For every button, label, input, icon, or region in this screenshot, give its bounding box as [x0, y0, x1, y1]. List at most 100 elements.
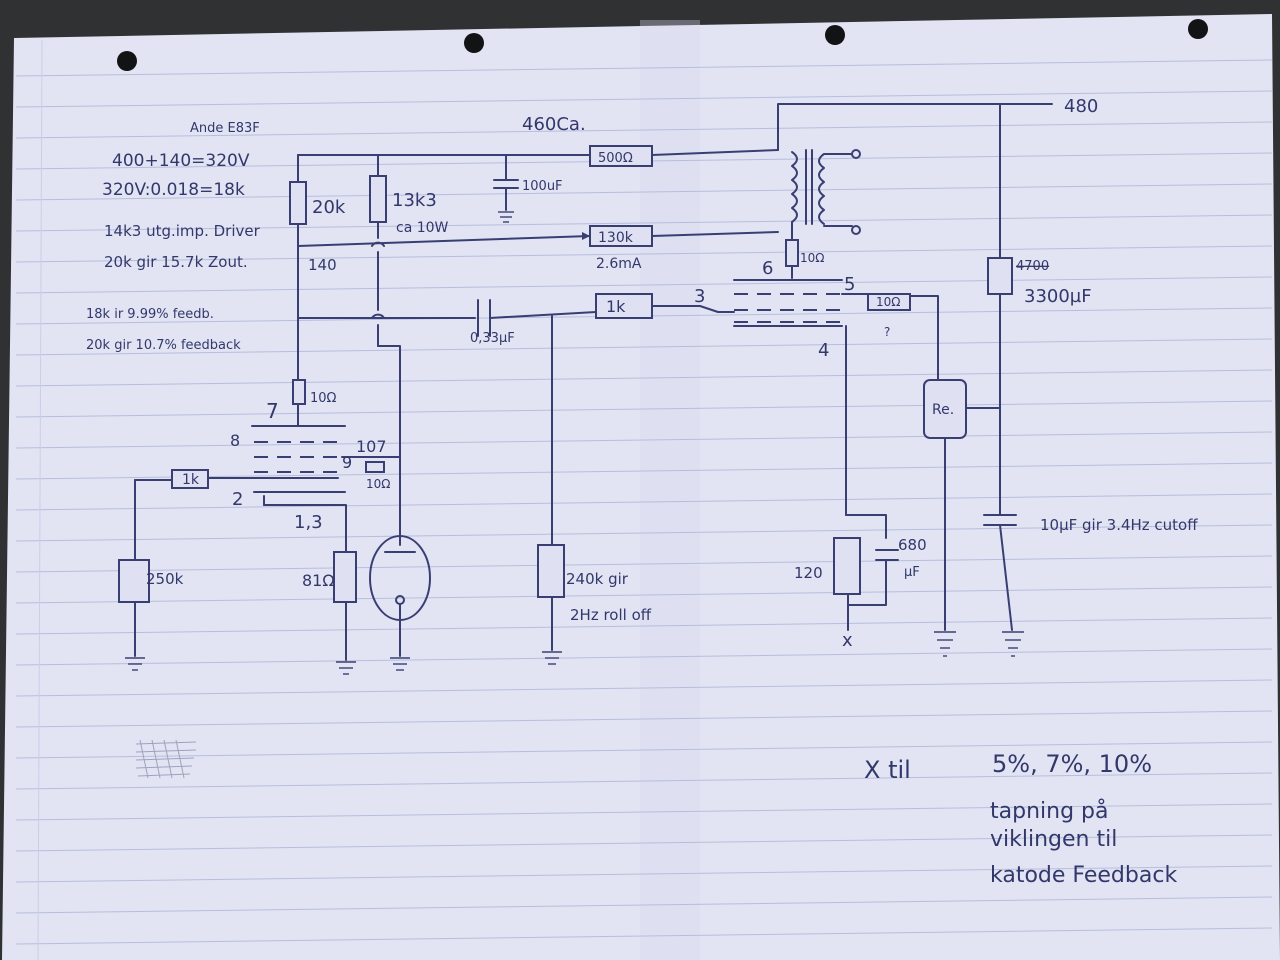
resistor-10-screen: [867, 293, 911, 311]
ruled-line: [15, 400, 1273, 418]
ruled-line: [15, 338, 1273, 356]
label-pin-4: 4: [818, 340, 829, 361]
label-240k-note: 2Hz roll off: [570, 606, 652, 624]
label-1k-grid: 1k: [606, 297, 626, 316]
ruled-lines: [15, 59, 1273, 945]
ruled-line: [15, 648, 1273, 666]
ruled-line: [15, 493, 1273, 511]
label-x-mark: x: [842, 630, 853, 651]
resistor-10-anode: [785, 239, 799, 267]
label-130k-note: 2.6mA: [596, 256, 642, 272]
note-calc-4: 20k gir 15.7k Zout.: [104, 253, 248, 271]
ruled-line: [15, 741, 1273, 759]
resistor-3300uF: [987, 257, 1013, 295]
punch-hole: [464, 33, 484, 53]
ruled-line: [15, 865, 1273, 883]
rail-480-label: 480: [1064, 96, 1098, 117]
resistor-10-g1: [365, 461, 385, 473]
ruled-line: [15, 462, 1273, 480]
tube-type-label: Ande E83F: [190, 121, 260, 136]
label-13k3-note: ca 10W: [396, 220, 449, 236]
label-node-140: 140: [308, 256, 337, 274]
driver-stage: [118, 154, 597, 675]
label-100uF: 100uF: [522, 179, 563, 194]
resistor-250k: [118, 559, 150, 603]
resistor-20k: [289, 181, 307, 225]
label-10-g2: 10Ω: [310, 391, 337, 406]
ruled-line: [15, 524, 1273, 542]
label-20k: 20k: [312, 197, 346, 218]
ruled-line: [15, 927, 1273, 945]
label-10-anode: 10Ω: [800, 251, 824, 265]
ruled-line: [15, 431, 1273, 449]
note-feedback-2: 20k gir 10.7% feedback: [86, 338, 241, 353]
pencil-scribble: [135, 739, 197, 779]
ruled-line: [15, 369, 1273, 387]
label-pin-13: 1,3: [294, 512, 323, 533]
label-pin-7: 7: [266, 399, 279, 423]
label-680: 680: [898, 536, 927, 554]
label-81: 81Ω: [302, 571, 335, 590]
ruled-line: [15, 555, 1273, 573]
punch-hole: [1188, 19, 1208, 39]
wire-to-130k: [297, 235, 591, 247]
note-calc-1: 400+140=320V: [112, 151, 250, 171]
label-node-107: 107: [356, 437, 387, 456]
note-feedback-1: 18k ir 9.99% feedb.: [86, 307, 214, 322]
ruled-line: [15, 710, 1273, 728]
note-line-1: tapning på: [990, 798, 1108, 824]
resistor-240k: [537, 544, 565, 598]
paper-shadow: [640, 20, 700, 960]
ruled-line: [15, 214, 1273, 232]
label-680-unit: µF: [904, 565, 920, 580]
label-130k: 130k: [598, 230, 634, 246]
label-10-screen: 10Ω: [876, 295, 900, 309]
label-13k3: 13k3: [392, 190, 437, 211]
label-pin-5: 5: [844, 274, 855, 295]
label-4700-struck: 4700: [1016, 259, 1049, 274]
resistor-13k3: [369, 175, 387, 223]
note-percent: 5%, 7%, 10%: [992, 750, 1152, 778]
label-question: ?: [884, 325, 890, 339]
note-calc-3: 14k3 utg.imp. Driver: [104, 222, 261, 240]
ruled-line: [15, 90, 1273, 108]
ruled-line: [15, 896, 1273, 914]
resistor-1k-grid: [595, 293, 653, 319]
ruled-line: [15, 772, 1273, 790]
handwritten-notes: Ande E83F 400+140=320V 320V:0.018=18k 14…: [86, 96, 1198, 888]
resistor-500: [589, 145, 653, 167]
label-10-g1: 10Ω: [366, 477, 390, 491]
rail-460-label: 460Ca.: [522, 114, 586, 135]
note-xtil: X til: [864, 756, 911, 784]
label-pin-6: 6: [762, 258, 773, 279]
label-pin-9: 9: [342, 453, 352, 472]
label-pin-2: 2: [232, 489, 243, 510]
resistor-120: [833, 537, 861, 595]
label-500: 500Ω: [598, 151, 633, 166]
ruled-line: [15, 121, 1273, 139]
punch-hole: [825, 25, 845, 45]
ruled-line: [15, 617, 1273, 635]
label-1k-input: 1k: [182, 472, 200, 488]
note-calc-2: 320V:0.018=18k: [102, 180, 245, 200]
ruled-line: [15, 679, 1273, 697]
resistor-81: [333, 551, 357, 603]
label-033uF: 0,33µF: [470, 331, 515, 346]
ruled-line: [15, 59, 1273, 77]
ruled-line: [15, 586, 1273, 604]
label-120: 120: [794, 564, 823, 582]
ruled-line: [15, 183, 1273, 201]
ruled-line: [15, 245, 1273, 263]
label-240k: 240k gir: [566, 570, 629, 588]
margin-line: [37, 39, 43, 960]
transformer-secondary: [818, 153, 825, 225]
label-pin-3: 3: [694, 286, 705, 307]
label-10uF: 10µF gir 3.4Hz cutoff: [1040, 516, 1198, 534]
resistor-10-g2: [292, 379, 306, 405]
transformer-primary: [791, 151, 798, 223]
supply-rail-480: [777, 103, 1053, 151]
output-stage: [589, 103, 1053, 657]
punch-hole: [117, 51, 137, 71]
ruled-line: [15, 834, 1273, 852]
